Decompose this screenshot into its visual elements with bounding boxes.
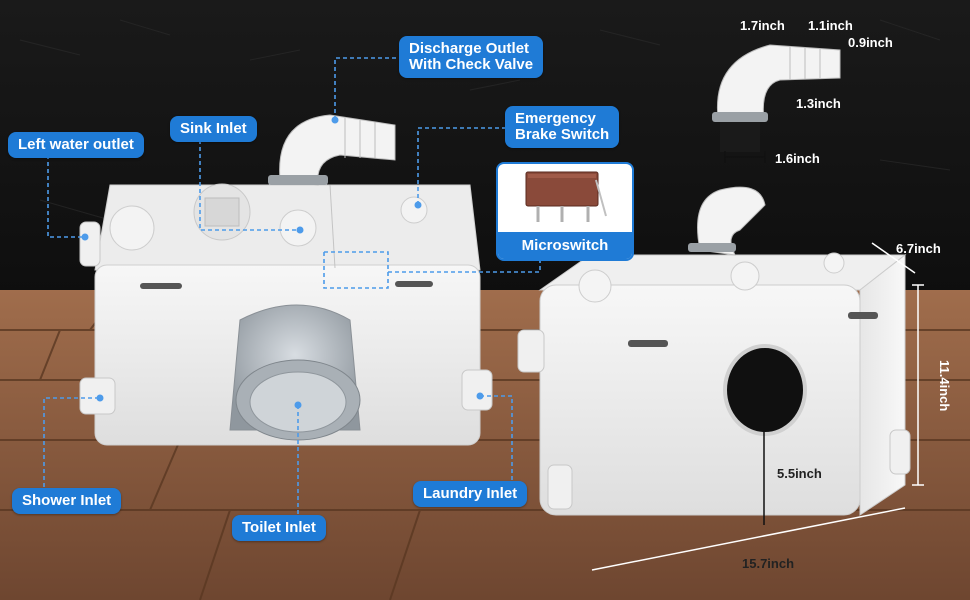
dim-length: 15.7inch (742, 556, 795, 571)
laundry-inlet-label: Laundry Inlet (413, 481, 528, 507)
discharge-outlet-label: Discharge Outlet With Check Valve (399, 36, 544, 78)
discharge-outlet-line2: With Check Valve (409, 56, 534, 73)
shower-inlet-label: Shower Inlet (12, 488, 122, 514)
microswitch-card: Microswitch (496, 162, 634, 261)
dim-elbow-end: 0.9inch (848, 35, 893, 50)
left-pump-unit (79, 114, 493, 446)
dim-elbow-mid: 1.3inch (796, 96, 841, 111)
emergency-brake-line2: Brake Switch (515, 126, 610, 143)
dimension-lines (724, 151, 766, 163)
emergency-brake-label: Emergency Brake Switch (505, 106, 620, 148)
emergency-brake-line1: Emergency (515, 110, 596, 127)
discharge-outlet-line1: Discharge Outlet (409, 40, 530, 57)
dim-elbow-top-left: 1.7inch (740, 18, 785, 33)
right-pump-unit (517, 186, 911, 516)
dim-elbow-base: 1.6inch (775, 151, 820, 166)
toilet-inlet-label: Toilet Inlet (232, 515, 326, 541)
dim-depth: 6.7inch (896, 241, 941, 256)
dim-inlet-height: 5.5inch (777, 466, 822, 481)
dim-height: 11.4inch (937, 360, 952, 412)
dim-elbow-top-right: 1.1inch (808, 18, 853, 33)
microswitch-label: Microswitch (498, 232, 632, 259)
elbow-detail (712, 44, 841, 152)
microswitch-image (525, 171, 607, 222)
callout-dots (81, 116, 484, 409)
sink-inlet-label: Sink Inlet (170, 116, 257, 142)
left-water-outlet-label: Left water outlet (8, 132, 144, 158)
